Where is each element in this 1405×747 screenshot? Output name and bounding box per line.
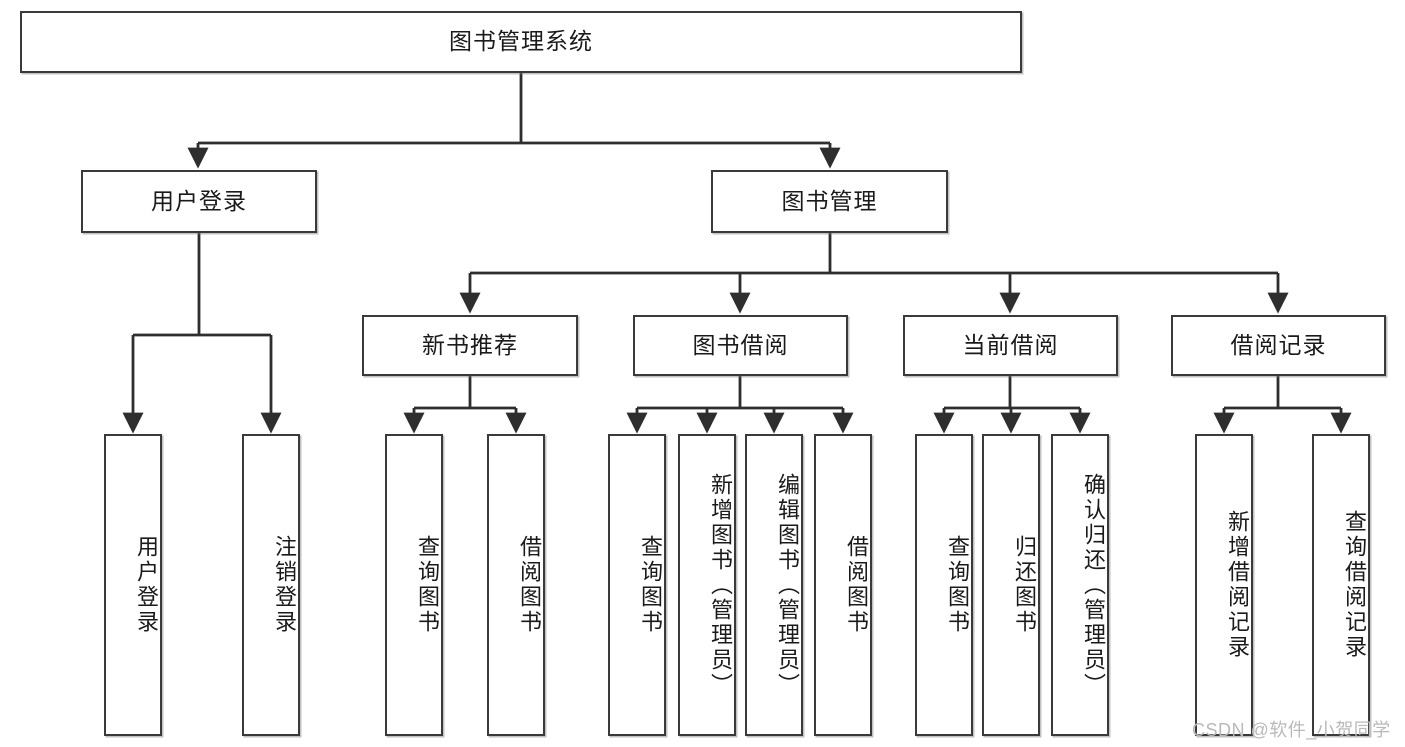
node-new-book-recommend-label: 新书推荐	[422, 331, 518, 358]
node-leaf-confirm-return[interactable]: 确认归还（管理员）	[1051, 434, 1109, 736]
node-leaf-return-book-label: 归还图书	[1012, 535, 1037, 635]
node-borrow-record-label: 借阅记录	[1230, 331, 1327, 358]
node-leaf-query-record[interactable]: 查询借阅记录	[1312, 434, 1370, 736]
node-leaf-user-login-label: 用户登录	[134, 535, 159, 635]
node-new-book-recommend[interactable]: 新书推荐	[362, 315, 578, 376]
node-root-label: 图书管理系统	[449, 28, 593, 55]
node-leaf-add-book-label: 新增图书（管理员）	[708, 472, 733, 698]
node-leaf-add-record-label: 新增借阅记录	[1225, 510, 1250, 660]
node-book-borrow[interactable]: 图书借阅	[633, 315, 848, 376]
node-book-manage[interactable]: 图书管理	[711, 170, 948, 233]
node-user-login-label: 用户登录	[151, 187, 247, 214]
watermark-text: CSDN @软件_小贺同学	[1192, 720, 1391, 740]
node-leaf-user-login[interactable]: 用户登录	[104, 434, 162, 736]
node-leaf-query-book-2[interactable]: 查询图书	[608, 434, 666, 736]
node-leaf-logout-label: 注销登录	[272, 535, 297, 635]
node-leaf-borrow-book-1[interactable]: 借阅图书	[487, 434, 545, 736]
node-leaf-edit-book[interactable]: 编辑图书（管理员）	[745, 434, 803, 736]
node-borrow-record[interactable]: 借阅记录	[1171, 315, 1386, 376]
node-book-manage-label: 图书管理	[781, 187, 878, 214]
node-leaf-query-record-label: 查询借阅记录	[1342, 510, 1367, 660]
node-leaf-return-book[interactable]: 归还图书	[982, 434, 1040, 736]
node-user-login[interactable]: 用户登录	[81, 170, 317, 233]
node-leaf-logout[interactable]: 注销登录	[242, 434, 300, 736]
node-leaf-add-book[interactable]: 新增图书（管理员）	[678, 434, 736, 736]
node-leaf-query-book-1[interactable]: 查询图书	[385, 434, 443, 736]
node-leaf-query-book-3-label: 查询图书	[945, 535, 970, 635]
node-root[interactable]: 图书管理系统	[20, 11, 1022, 73]
node-leaf-confirm-return-label: 确认归还（管理员）	[1081, 472, 1106, 698]
node-leaf-query-book-1-label: 查询图书	[415, 535, 440, 635]
node-book-borrow-label: 图书借阅	[692, 331, 789, 358]
node-leaf-add-record[interactable]: 新增借阅记录	[1195, 434, 1253, 736]
node-current-borrow[interactable]: 当前借阅	[903, 315, 1118, 376]
node-leaf-query-book-3[interactable]: 查询图书	[915, 434, 973, 736]
node-leaf-borrow-book-1-label: 借阅图书	[517, 535, 542, 635]
node-leaf-borrow-book-2[interactable]: 借阅图书	[814, 434, 872, 736]
node-leaf-edit-book-label: 编辑图书（管理员）	[775, 472, 800, 698]
node-leaf-query-book-2-label: 查询图书	[638, 535, 663, 635]
node-current-borrow-label: 当前借阅	[962, 331, 1059, 358]
node-leaf-borrow-book-2-label: 借阅图书	[844, 535, 869, 635]
